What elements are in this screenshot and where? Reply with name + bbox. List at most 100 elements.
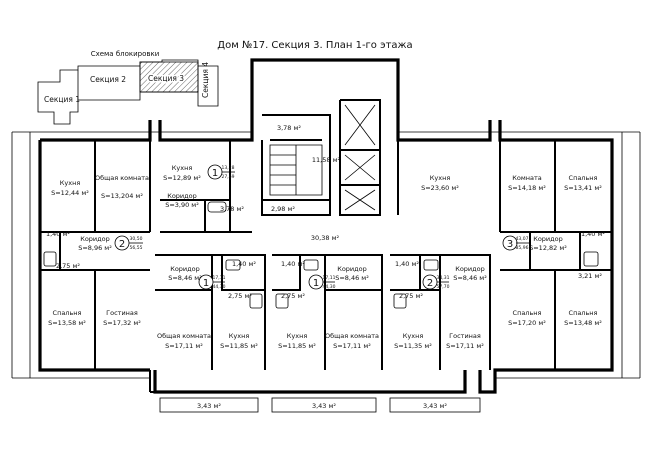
- room-area: S=13,41 м²: [564, 184, 602, 192]
- room-name: Коридор: [533, 235, 563, 243]
- apartment-number: 2: [119, 239, 125, 250]
- room-area: S=17,11 м²: [165, 342, 203, 350]
- room-area: S=14,18 м²: [508, 184, 546, 192]
- apartment-total: 17,11: [213, 275, 226, 281]
- bath-f2-area: 2,75 м²: [399, 292, 423, 300]
- room-area: S=8,96 м²: [78, 244, 112, 252]
- balcony-1-area: 3,43 м²: [197, 402, 221, 410]
- apartment-marker: 3 43,07 85,96: [502, 235, 529, 251]
- room-name: Комната: [512, 174, 542, 182]
- room-name: Спальня: [53, 309, 82, 317]
- stair-landing-area: 2,98 м²: [271, 205, 295, 213]
- room-area: S=12,44 м²: [51, 189, 89, 197]
- apartment-marker: 2 34,31 57,70: [422, 274, 450, 290]
- bath-a1-area: 1,40 м²: [46, 230, 70, 238]
- room-area: S=3,90 м²: [165, 201, 199, 209]
- apartment-marker: 1 17,11 44,30: [308, 274, 336, 290]
- elevator-hall-area: 11,58 м²: [312, 156, 341, 164]
- apartment-living: 57,70: [437, 284, 450, 290]
- apartment-number: 1: [313, 278, 319, 289]
- room-name: Общая комната: [95, 174, 149, 182]
- room-area: S=8,46 м²: [453, 274, 487, 282]
- room-area: S=8,46 м²: [168, 274, 202, 282]
- room-area: S=13,204 м²: [101, 192, 143, 200]
- bath-c2-area: 3,21 м²: [578, 272, 602, 280]
- balcony-3-area: 3,43 м²: [423, 402, 447, 410]
- apartment-total: 34,31: [437, 275, 450, 281]
- apartment-total: 13,28: [222, 165, 235, 171]
- room-name: Спальня: [569, 174, 598, 182]
- room-area: S=8,46 м²: [335, 274, 369, 282]
- room-name: Кухня: [403, 332, 424, 340]
- room-name: Гостиная: [449, 332, 481, 340]
- bath-d1-area: 1,40 м²: [232, 260, 256, 268]
- interior-walls: [40, 99, 612, 370]
- plan-title: Дом №17. Секция 3. План 1-го этажа: [217, 40, 412, 51]
- bath-d2-area: 2,75 м²: [228, 292, 252, 300]
- bath-e1-area: 1,40 м²: [281, 260, 305, 268]
- room-area: S=17,11 м²: [446, 342, 484, 350]
- apartment-living: 44,30: [213, 284, 226, 290]
- apartment-living: 85,96: [516, 245, 529, 251]
- room-name: Общая комната: [157, 332, 211, 340]
- room-name: Кухня: [430, 174, 451, 182]
- bath-b-area: 3,78 м²: [220, 205, 244, 213]
- room-name: Коридор: [167, 192, 197, 200]
- stair-top-area: 3,78 м²: [277, 124, 301, 132]
- room-name: Кухня: [60, 179, 81, 187]
- block-section-1-label: Секция 1: [44, 95, 80, 104]
- bath-e2-area: 2,75 м²: [281, 292, 305, 300]
- apartment-marker: 1 13,28 27,69: [207, 164, 235, 180]
- block-section-2-label: Секция 2: [90, 75, 126, 84]
- room-area: S=11,35 м²: [394, 342, 432, 350]
- room-area: S=23,60 м²: [421, 184, 459, 192]
- block-scheme-caption: Схема блокировки: [91, 50, 160, 58]
- room-area: S=12,89 м²: [163, 174, 201, 182]
- bath-c1-area: 1,40 м²: [581, 230, 605, 238]
- apartment-living: 44,30: [323, 284, 336, 290]
- apartment-total: 43,07: [516, 236, 529, 242]
- balcony-2-area: 3,43 м²: [312, 402, 336, 410]
- apartment-number: 1: [203, 278, 209, 289]
- room-area: S=13,48 м²: [564, 319, 602, 327]
- apartment-number: 3: [507, 239, 513, 250]
- block-section-3-highlight: [139, 61, 199, 93]
- room-area: S=17,20 м²: [508, 319, 546, 327]
- room-name: Коридор: [80, 235, 110, 243]
- room-area: S=11,85 м²: [220, 342, 258, 350]
- room-name: Коридор: [170, 265, 200, 273]
- apartment-number: 2: [427, 278, 433, 289]
- room-name: Спальня: [513, 309, 542, 317]
- block-section-4-label: Секция 4: [201, 62, 210, 98]
- bathroom-fixtures: [43, 201, 599, 309]
- block-section-3-label: Секция 3: [148, 74, 184, 83]
- room-area: S=12,82 м²: [529, 244, 567, 252]
- hall-area: 30,38 м²: [311, 234, 340, 242]
- room-name: Гостиная: [106, 309, 138, 317]
- room-area: S=17,11 м²: [333, 342, 371, 350]
- area-labels: 30,38 м² 3,78 м² 11,58 м² 2,98 м² 3,78 м…: [46, 124, 605, 410]
- apartment-total: 30,50: [130, 236, 143, 242]
- room-name: Кухня: [229, 332, 250, 340]
- room-name: Кухня: [287, 332, 308, 340]
- room-name: Общая комната: [325, 332, 379, 340]
- room-area: S=11,85 м²: [278, 342, 316, 350]
- apartment-living: 56,55: [130, 245, 143, 251]
- room-name: Коридор: [455, 265, 485, 273]
- dimension-lines: [11, 131, 641, 379]
- apartment-markers: 2 30,50 56,55 1 13,28 27,69 3 43,07 85,9…: [114, 164, 529, 290]
- room-name: Кухня: [172, 164, 193, 172]
- apartment-marker: 1 17,11 44,30: [198, 274, 226, 290]
- apartment-living: 27,69: [222, 174, 235, 180]
- apartment-total: 17,11: [323, 275, 336, 281]
- block-scheme: Схема блокировки Секция 1 Секция 2 Секци…: [37, 50, 219, 125]
- room-name: Спальня: [569, 309, 598, 317]
- room-name: Коридор: [337, 265, 367, 273]
- bath-f1-area: 1,40 м²: [395, 260, 419, 268]
- room-area: S=17,32 м²: [103, 319, 141, 327]
- apartment-marker: 2 30,50 56,55: [114, 235, 143, 251]
- apartment-number: 1: [212, 168, 218, 179]
- bath-a2-area: 2,75 м²: [56, 262, 80, 270]
- room-labels: Кухня S=12,44 м² Общая комната S=13,204 …: [48, 164, 602, 350]
